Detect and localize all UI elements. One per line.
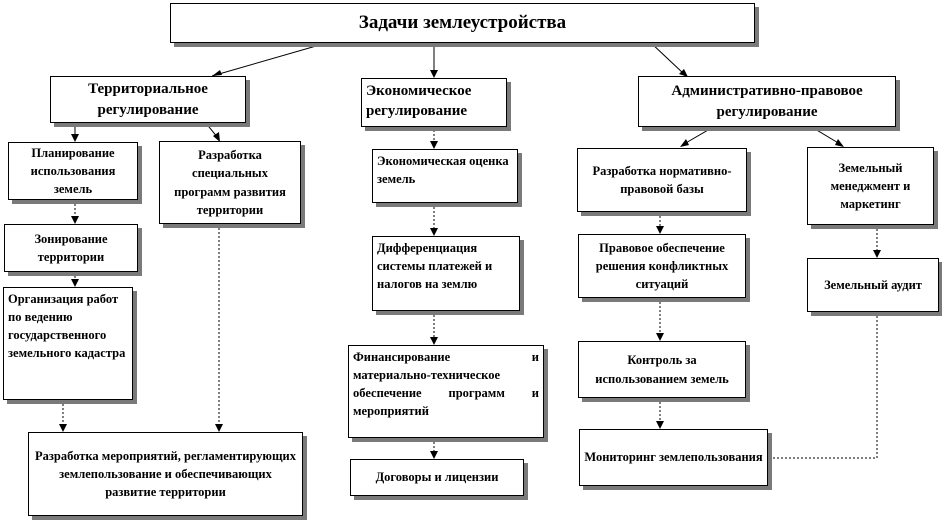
arrowhead [430, 141, 438, 149]
node-zoning-text: Зонирование территории [34, 231, 108, 264]
arrowhead [71, 216, 79, 224]
node-audit: Земельный аудит [807, 258, 939, 312]
node-cadastre: Организация работ по ведению государстве… [3, 287, 133, 400]
diagram-title-text: Задачи землеустройства [358, 12, 567, 34]
node-contracts: Договоры и лицензии [350, 459, 524, 496]
node-control: Контроль за использованием земель [578, 341, 746, 398]
node-management-text: Земельный менеджмент и маркетинг [830, 160, 911, 212]
node-legal: Правовое обеспечение решения конфликтных… [578, 234, 746, 298]
arrowhead [680, 139, 689, 147]
node-monitoring: Мониторинг землепользования [579, 429, 768, 486]
node-control-text: Контроль за использованием земель [595, 353, 729, 386]
arrowhead [71, 134, 79, 142]
node-financing-text: Финансирование и материально-техническое… [353, 350, 539, 419]
arrowhead [213, 132, 220, 142]
connector-administrative-management [809, 125, 841, 145]
connector-title-administrative [649, 41, 685, 75]
arrowhead [835, 139, 844, 147]
node-planning-text: Планирование использования земель [30, 145, 116, 197]
arrowhead [430, 337, 438, 345]
node-measures: Разработка мероприятий, регламентирующих… [28, 432, 303, 516]
arrowhead [212, 70, 222, 76]
diagram-title: Задачи землеустройства [170, 3, 755, 43]
arrowhead [71, 279, 79, 287]
node-valuation-text: Экономическая оценка земель [377, 154, 509, 187]
node-cadastre-text: Организация работ по ведению государстве… [8, 292, 126, 361]
connector-administrative-normative [683, 125, 716, 145]
node-legal-text: Правовое обеспечение решения конфликтных… [595, 240, 729, 292]
node-programs: Разработка специальных программ развития… [159, 141, 301, 224]
connector-audit-monitoring [768, 312, 878, 459]
node-audit-text: Земельный аудит [824, 277, 922, 292]
branch-economic-label: Экономическое регулирование [366, 83, 472, 120]
arrowhead [656, 421, 664, 429]
arrowhead [59, 424, 67, 432]
connector-title-territorial [211, 41, 331, 77]
branch-administrative-label: Административно-правовое регулирование [671, 83, 863, 120]
branch-administrative: Административно-правовое регулирование [638, 76, 896, 127]
arrowhead [656, 333, 664, 341]
node-planning: Планирование использования земель [8, 142, 138, 200]
node-programs-text: Разработка специальных программ развития… [174, 148, 286, 217]
node-normative: Разработка нормативно-правовой базы [577, 148, 747, 212]
arrowhead [656, 226, 664, 234]
node-valuation: Экономическая оценка земель [372, 149, 518, 203]
arrowhead [873, 250, 881, 258]
branch-economic: Экономическое регулирование [361, 78, 507, 127]
node-differentiation-text: Дифференциация системы платежей и налого… [377, 241, 493, 292]
node-normative-text: Разработка нормативно-правовой базы [592, 163, 732, 196]
node-monitoring-text: Мониторинг землепользования [584, 450, 763, 465]
node-differentiation: Дифференциация системы платежей и налого… [372, 236, 520, 311]
arrowhead [430, 228, 438, 236]
node-financing: Финансирование и материально-техническое… [348, 345, 544, 438]
branch-territorial: Территориальное регулирование [50, 76, 246, 123]
arrowhead [215, 424, 223, 432]
node-zoning: Зонирование территории [4, 224, 138, 272]
node-contracts-text: Договоры и лицензии [375, 470, 499, 485]
branch-territorial-label: Территориальное регулирование [88, 81, 208, 118]
node-management: Земельный менеджмент и маркетинг [807, 147, 934, 225]
arrowhead [430, 70, 438, 78]
arrowhead [430, 451, 438, 459]
node-measures-text: Разработка мероприятий, регламентирующих… [35, 448, 296, 500]
arrowhead [679, 69, 688, 77]
